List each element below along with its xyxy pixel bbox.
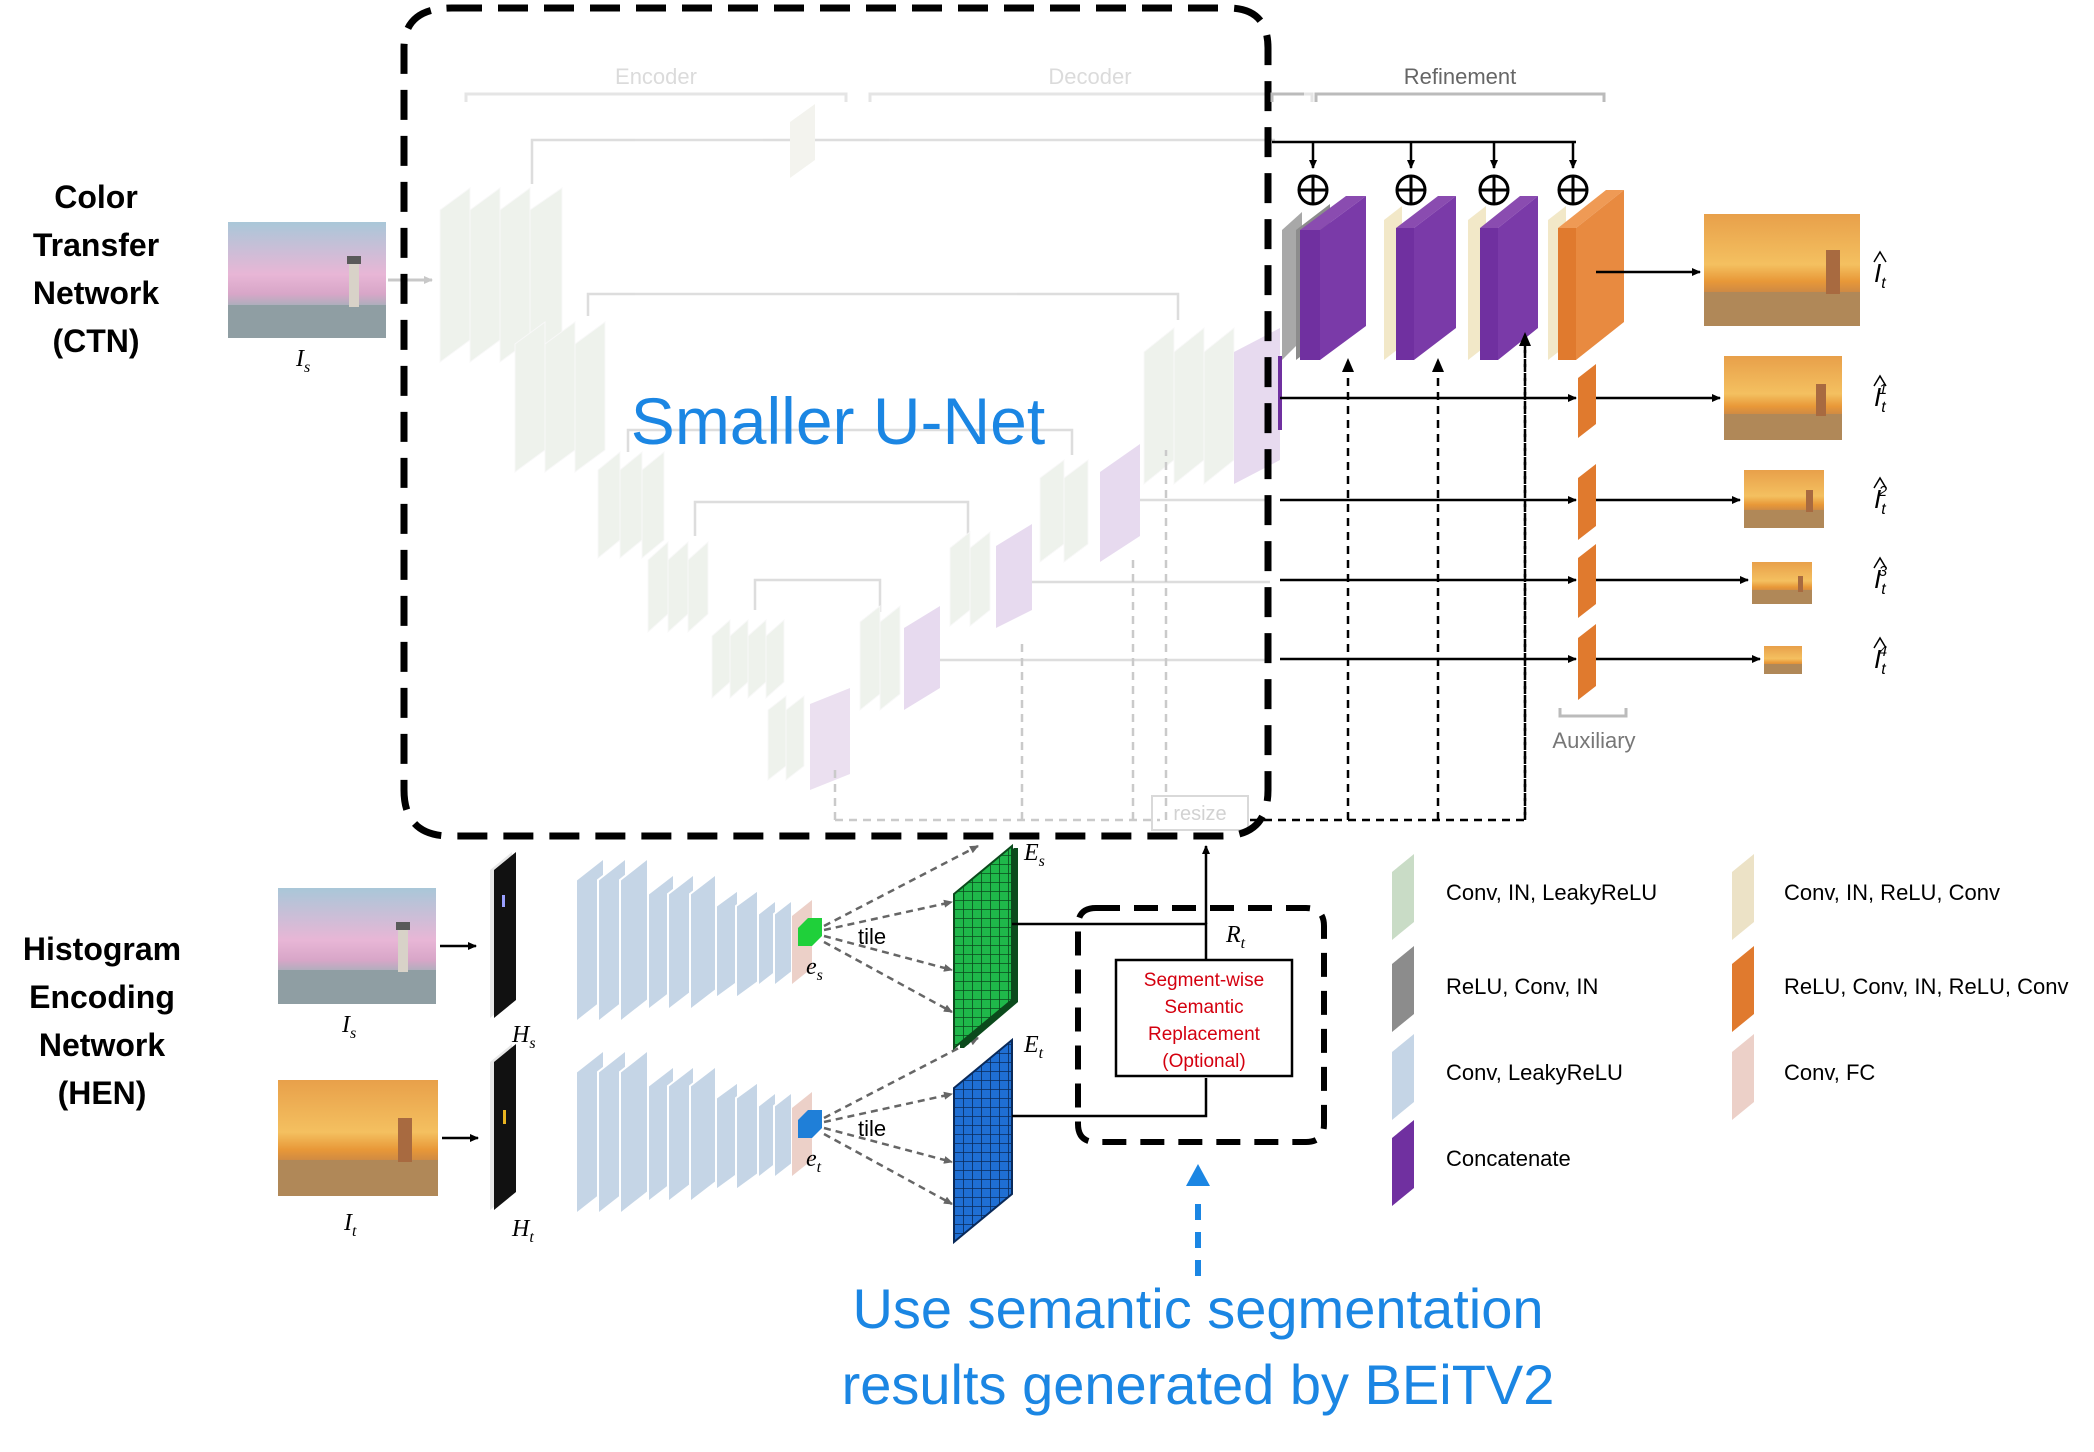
ctn-label-line: Color [54,179,138,215]
legend-label: Conv, IN, LeakyReLU [1446,880,1657,905]
legend-label: Conv, LeakyReLU [1446,1060,1623,1085]
rt-label: Rt [1225,922,1246,952]
output-label: It1 [1873,374,1887,416]
legend: Conv, IN, LeakyReLU ReLU, Conv, IN Conv,… [1392,854,2068,1206]
hen-target-image [278,1080,438,1196]
output-images [1704,214,1860,674]
tile-label-s: tile [858,924,886,949]
embedding-et-label: et [806,1146,822,1176]
hen-source-image [278,888,436,1004]
legend-item: ReLU, Conv, IN [1392,946,1598,1032]
output-image [1752,562,1812,604]
ctn-label-line: Network [33,275,159,311]
histogram-hs-label: Hs [511,1022,536,1052]
hen-encoder-source [575,855,793,1025]
beit-note-line: Use semantic segmentation [852,1277,1543,1340]
ctn-source-label: Is [295,346,310,376]
legend-swatch [1732,1034,1754,1120]
hen-source-label: Is [341,1012,356,1042]
smaller-unet-box [400,4,1272,840]
beit-arrow-head [1186,1164,1210,1186]
legend-swatch [1392,946,1414,1032]
decoder-label: Decoder [1048,64,1131,89]
segment-replacement-line: Semantic [1164,997,1243,1018]
hen-label: Histogram Encoding Network (HEN) [23,931,181,1111]
legend-swatch [1392,1034,1414,1120]
ctn-source-image [228,222,386,338]
output-image [1704,214,1860,326]
hen-label-line: (HEN) [58,1075,147,1111]
legend-label: ReLU, Conv, IN [1446,974,1598,999]
ctn-label-line: Transfer [33,227,159,263]
resize-label: resize [1173,803,1226,825]
legend-item: Conv, IN, ReLU, Conv [1732,854,2000,940]
embedding-es-label: es [806,954,823,984]
unet-faded: Encoder Decoder [439,64,1314,831]
output-image [1744,470,1824,528]
svg-text:It2: It2 [1874,483,1888,518]
replacement-dashed-box [1075,905,1327,1145]
legend-item: Conv, LeakyReLU [1392,1034,1623,1120]
legend-item: Conv, FC [1732,1034,1875,1120]
legend-swatch [1732,946,1754,1032]
svg-text:It3: It3 [1874,563,1888,598]
legend-label: ReLU, Conv, IN, ReLU, Conv [1784,974,2068,999]
output-labels: It It1 It2 It3 It4 [1873,250,1888,678]
feature-map-es [953,843,1018,1051]
legend-label: Concatenate [1446,1146,1571,1171]
legend-label: Conv, FC [1784,1060,1875,1085]
output-label: It3 [1873,556,1888,598]
legend-swatch [1392,1120,1414,1206]
output-image [1724,356,1842,440]
hen-label-line: Network [39,1027,165,1063]
hen-label-line: Histogram [23,931,181,967]
segment-replacement-text: Segment-wise Semantic Replacement (Optio… [1144,970,1264,1072]
feature-map-es-label: Es [1023,840,1045,870]
beit-note: Use semantic segmentation results genera… [842,1277,1555,1416]
hen-target-label: It [343,1210,357,1240]
refinement-label: Refinement [1404,64,1517,89]
segment-replacement-line: Segment-wise [1144,970,1264,991]
segment-replacement-line: Replacement [1148,1024,1261,1045]
encoder-label: Encoder [615,64,697,89]
output-label: It2 [1873,476,1888,518]
svg-text:It4: It4 [1874,643,1887,678]
hen-encoder-target [575,1047,793,1217]
smaller-unet-label: Smaller U-Net [631,384,1045,458]
ctn-label: Color Transfer Network (CTN) [33,179,159,359]
segment-replacement-line: (Optional) [1162,1051,1245,1072]
output-label: It [1873,250,1887,292]
auxiliary-label: Auxiliary [1552,728,1635,753]
svg-text:It: It [1874,258,1886,292]
histogram-hs [490,852,516,1018]
legend-swatch [1732,854,1754,940]
legend-item: Concatenate [1392,1120,1571,1206]
resize-box [1151,795,1249,831]
legend-item: ReLU, Conv, IN, ReLU, Conv [1732,946,2068,1032]
histogram-ht-label: Ht [511,1216,534,1246]
beit-note-line: results generated by BEiTV2 [842,1353,1555,1416]
refinement-section: Refinement [1250,64,1761,822]
segment-replacement-box [1114,958,1294,1078]
legend-swatch [1392,854,1414,940]
feature-map-et [953,1037,1013,1245]
feature-map-et-label: Et [1023,1032,1044,1062]
histogram-ht [490,1044,516,1210]
ctn-label-line: (CTN) [52,323,139,359]
embedding-es [798,918,822,946]
svg-text:It1: It1 [1874,381,1887,416]
output-label: It4 [1873,636,1887,678]
hen-label-line: Encoding [29,979,175,1015]
legend-item: Conv, IN, LeakyReLU [1392,854,1657,940]
embedding-et [798,1110,822,1138]
tile-label-t: tile [858,1116,886,1141]
output-image [1764,646,1802,674]
legend-label: Conv, IN, ReLU, Conv [1784,880,2000,905]
